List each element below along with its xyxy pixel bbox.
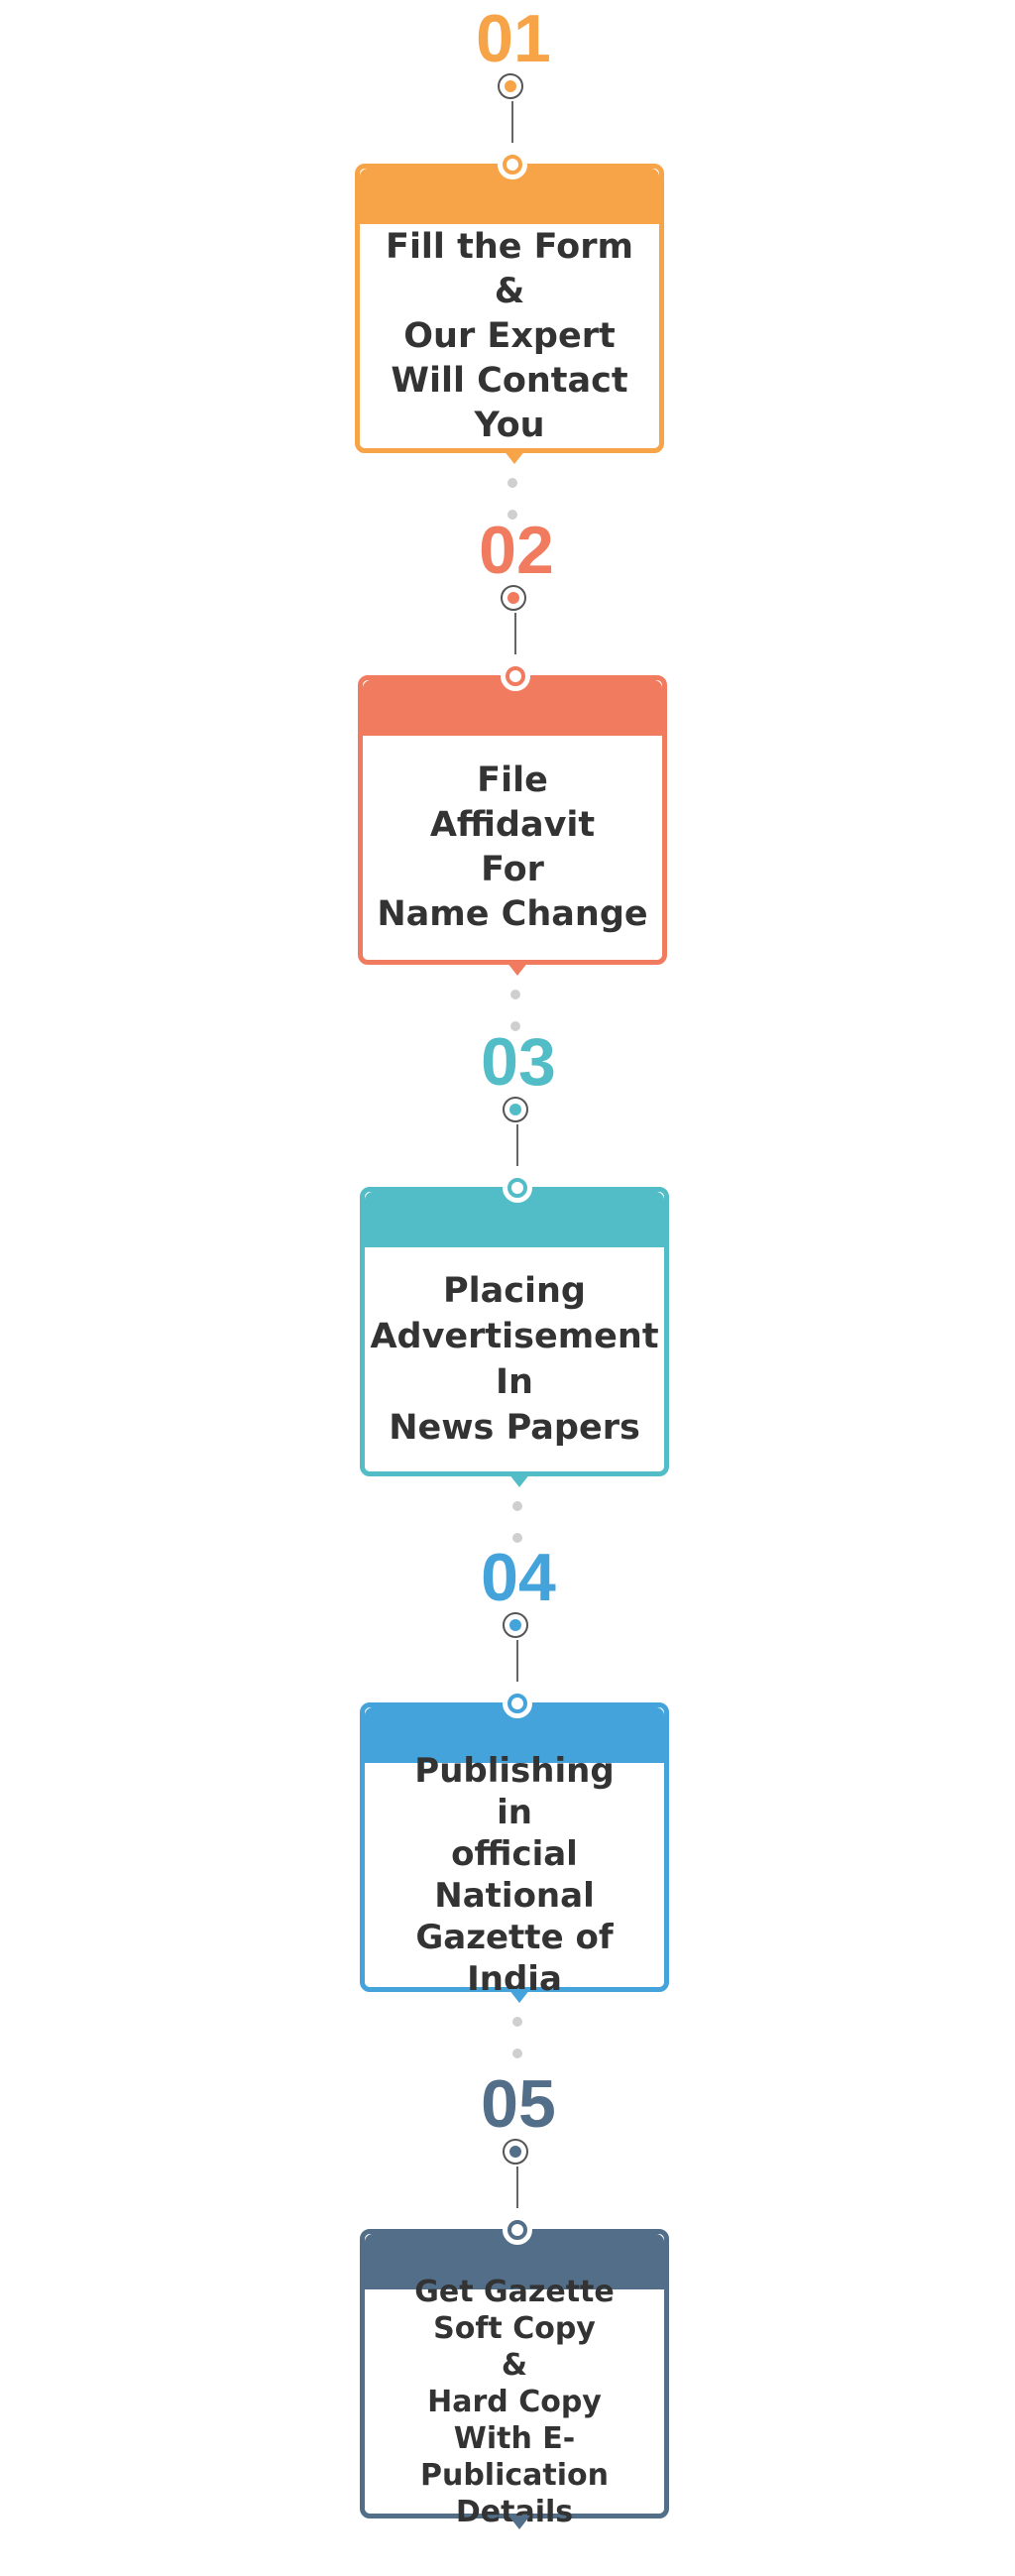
connector-dot [508, 478, 517, 488]
step-description: File Affidavit For Name Change [377, 761, 648, 934]
pin-icon [503, 1689, 532, 1718]
step-card: Placing Advertisement In News Papers [360, 1187, 669, 1487]
pin-icon [498, 150, 527, 179]
card-pointer [508, 2516, 530, 2529]
step-card: Get Gazette Soft Copy & Hard Copy With E… [360, 2229, 669, 2529]
step-card: File Affidavit For Name Change [358, 675, 667, 976]
step-description: Placing Advertisement In News Papers [370, 1271, 659, 1448]
card-pointer [504, 450, 525, 464]
pin-icon [501, 661, 530, 691]
card-pointer [508, 1989, 530, 2003]
step-number: 05 [481, 2066, 556, 2142]
circle-dot-icon [503, 2139, 528, 2165]
step-description: Get Gazette Soft Copy & Hard Copy With E… [414, 2274, 615, 2529]
step-card: Publishing in official National Gazette … [360, 1702, 669, 2003]
connector-dot [512, 1501, 522, 1511]
card-body: File Affidavit For Name Change [363, 736, 662, 960]
step-card: Fill the Form & Our Expert Will Contact … [355, 164, 664, 464]
step-number: 01 [476, 1, 551, 76]
circle-dot-icon [501, 585, 526, 611]
step-description: Fill the Form & Our Expert Will Contact … [386, 226, 633, 445]
connector-line [516, 2166, 518, 2208]
pin-icon [503, 1173, 532, 1203]
step-number: 02 [479, 513, 554, 588]
connector-line [511, 101, 513, 143]
connector-dot [508, 510, 517, 520]
connector-dot [512, 1533, 522, 1543]
step-number: 04 [481, 1540, 556, 1615]
card-body: Placing Advertisement In News Papers [365, 1247, 664, 1471]
card-pointer [508, 1473, 530, 1487]
circle-dot-icon [498, 73, 523, 99]
connector-dot [512, 2017, 522, 2027]
connector-dot [512, 2049, 522, 2058]
connector-dot [510, 990, 520, 999]
connector-line [516, 1124, 518, 1166]
card-body: Fill the Form & Our Expert Will Contact … [360, 224, 659, 448]
card-pointer [507, 962, 528, 976]
connector-line [516, 1640, 518, 1682]
circle-dot-icon [503, 1612, 528, 1638]
connector-dot [510, 1021, 520, 1031]
connector-line [514, 613, 516, 654]
card-body: Publishing in official National Gazette … [365, 1751, 664, 1999]
step-description: Publishing in official National Gazette … [414, 1751, 615, 1999]
circle-dot-icon [503, 1097, 528, 1122]
card-body: Get Gazette Soft Copy & Hard Copy With E… [365, 2275, 664, 2529]
pin-icon [503, 2215, 532, 2245]
step-number: 03 [481, 1024, 556, 1100]
